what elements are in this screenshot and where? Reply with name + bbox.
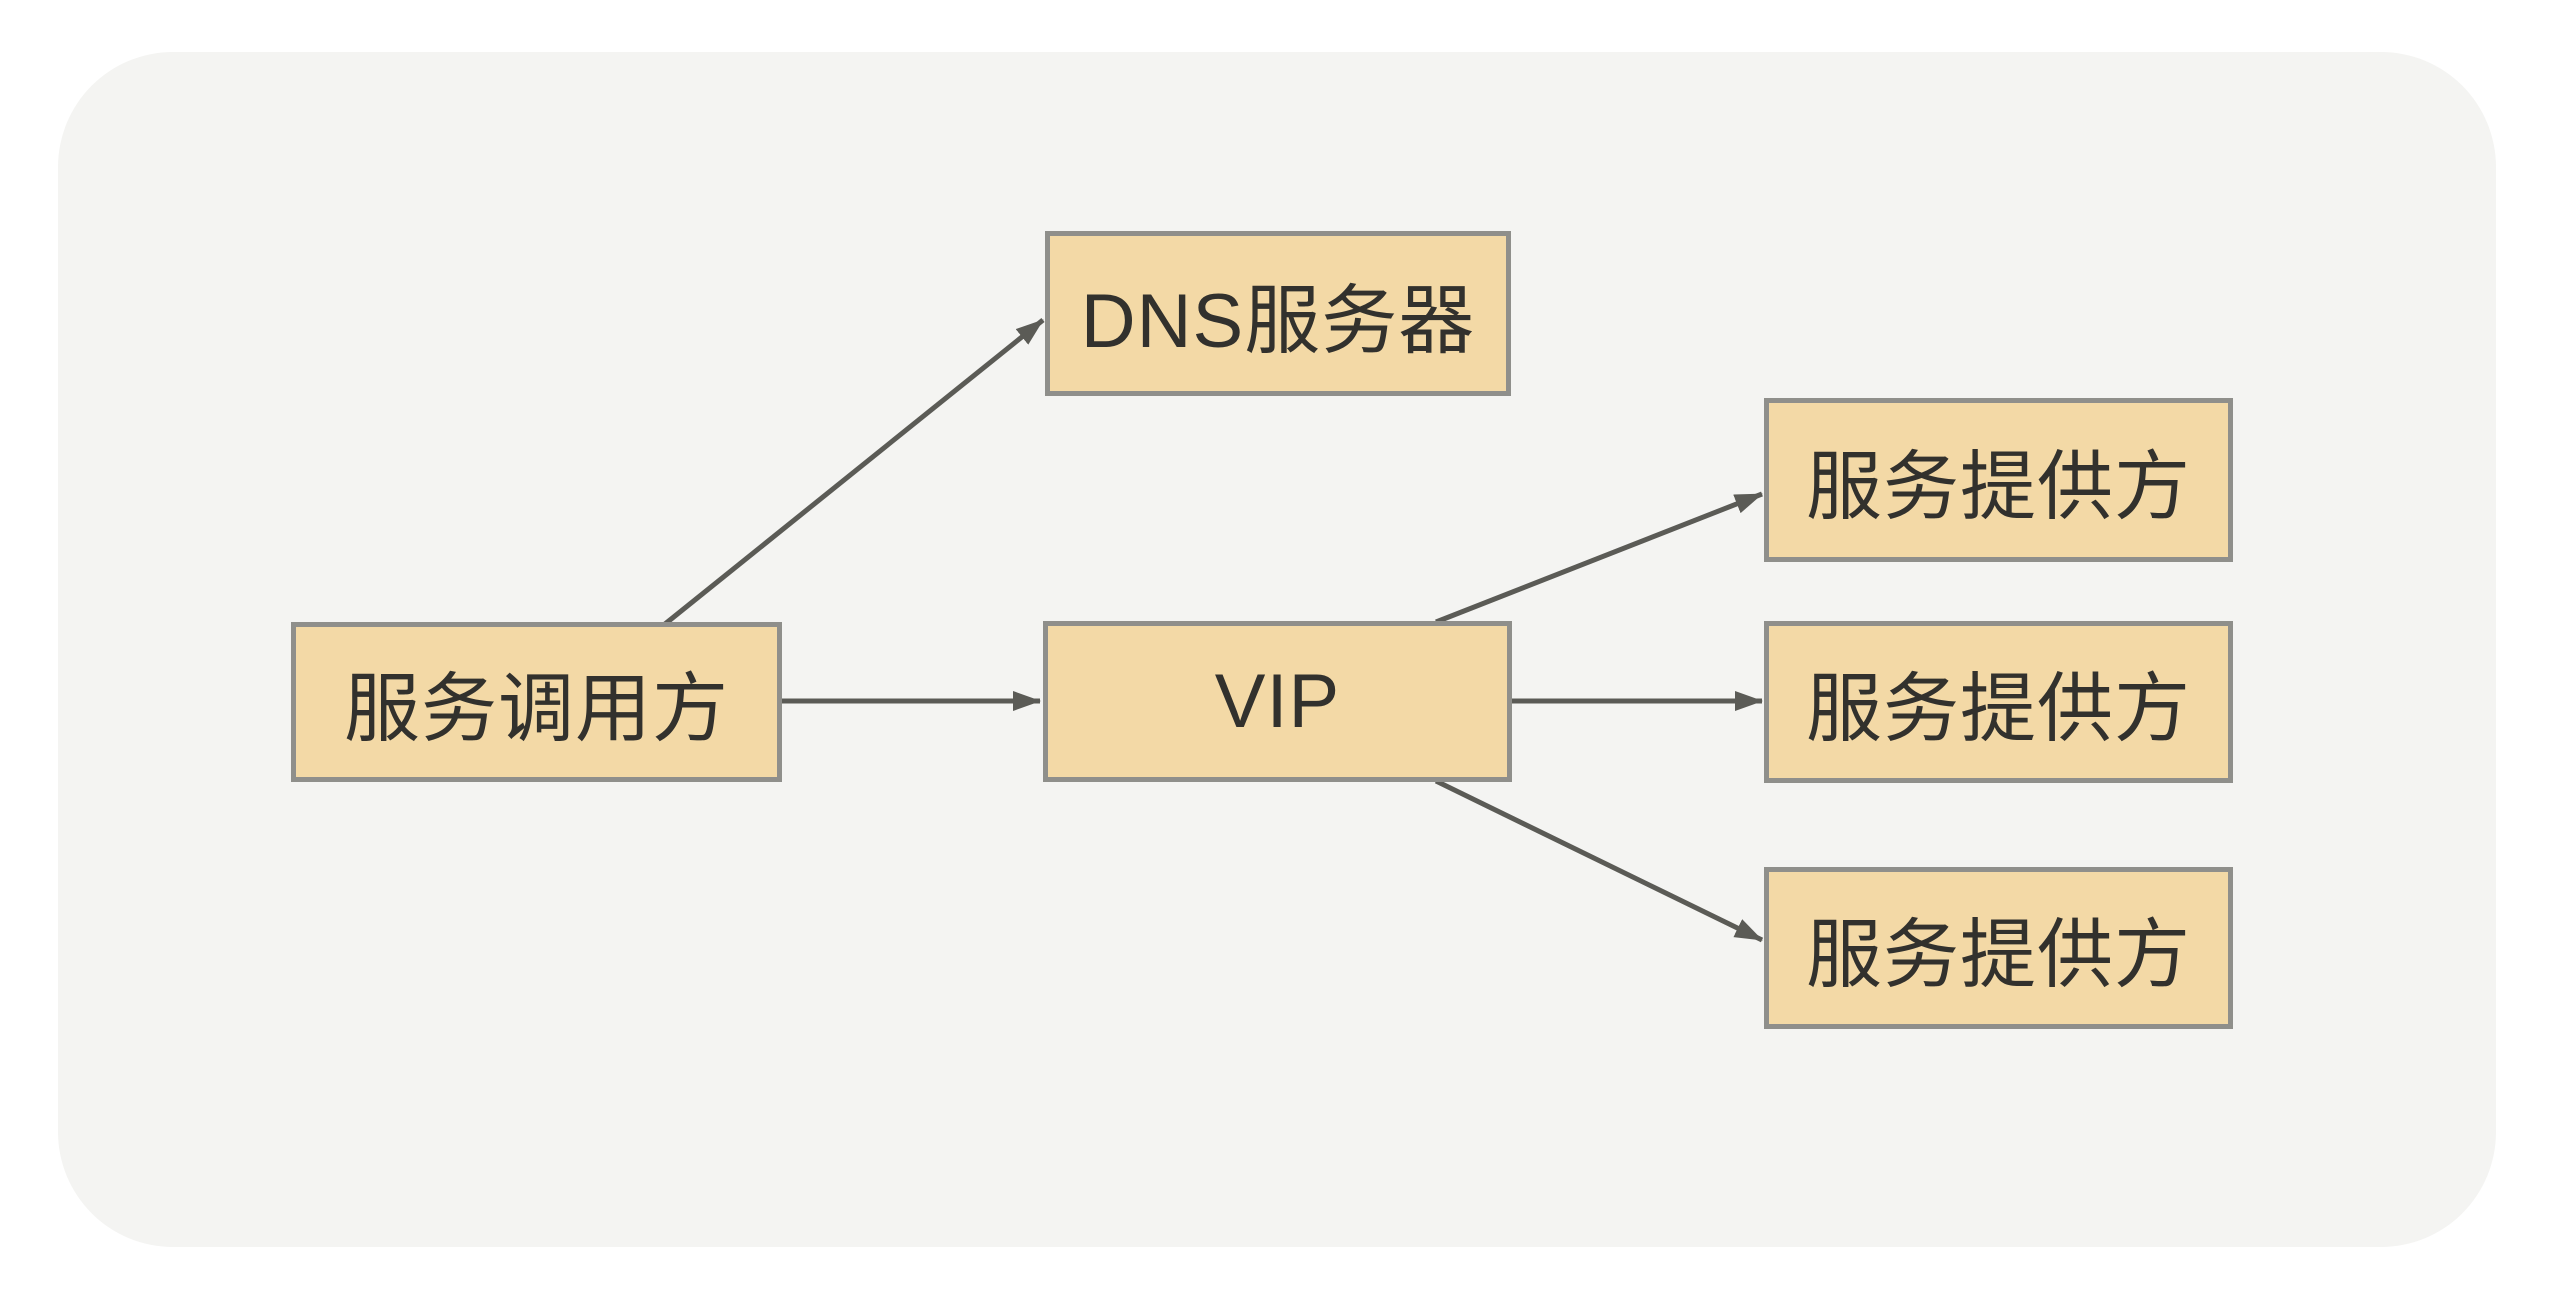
node-dns-server: DNS服务器	[1045, 231, 1511, 396]
node-dns-server-label: DNS服务器	[1080, 278, 1476, 364]
node-service-provider-2: 服务提供方	[1764, 621, 2233, 783]
node-vip-label: VIP	[1214, 659, 1341, 744]
node-service-provider-1: 服务提供方	[1764, 398, 2233, 562]
node-service-provider-1-label: 服务提供方	[1806, 445, 2191, 530]
node-vip: VIP	[1043, 621, 1512, 782]
node-service-provider-3: 服务提供方	[1764, 867, 2233, 1029]
node-service-caller: 服务调用方	[291, 622, 782, 782]
node-service-provider-2-label: 服务提供方	[1806, 667, 2191, 752]
node-service-provider-3-label: 服务提供方	[1806, 913, 2191, 998]
node-service-caller-label: 服务调用方	[344, 667, 729, 752]
